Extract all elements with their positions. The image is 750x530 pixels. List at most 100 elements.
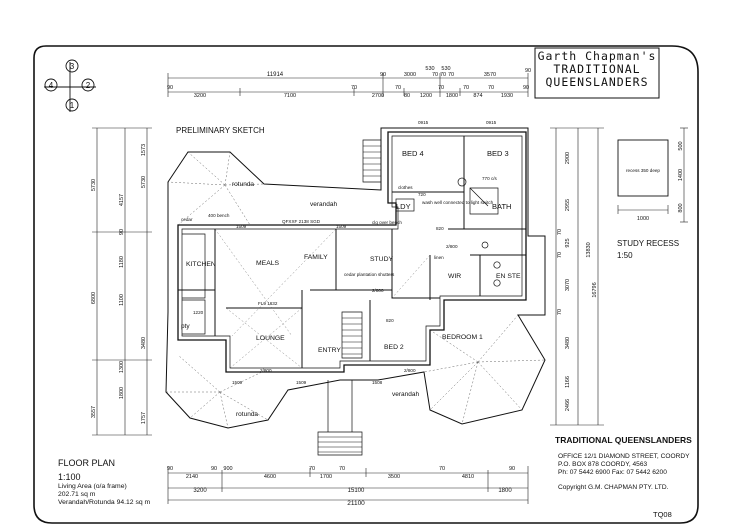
dim-right-b-col: 13830 16796 xyxy=(586,242,598,297)
svg-text:3570: 3570 xyxy=(484,72,496,78)
room-pty: pty xyxy=(181,323,190,330)
svg-text:70: 70 xyxy=(432,72,438,78)
svg-text:925: 925 xyxy=(565,238,571,247)
dim-right-a-col: 2900 2955 70 925 70 3070 70 3480 1166 24… xyxy=(557,152,571,411)
room-kitchen: KITCHEN xyxy=(186,261,216,268)
svg-text:1509: 1509 xyxy=(336,224,347,229)
recess-depth-b: 1400 xyxy=(678,169,684,181)
plan-notes: 0915 0915 QFXXF 2138 SGD 1509 1509 1509 … xyxy=(181,120,498,385)
svg-text:5730: 5730 xyxy=(141,176,147,188)
svg-text:770 c/s: 770 c/s xyxy=(482,176,498,181)
svg-text:2/800: 2/800 xyxy=(260,368,272,373)
svg-text:cedar plantation shutters: cedar plantation shutters xyxy=(344,272,395,277)
room-verandah-bottom: verandah xyxy=(392,391,419,398)
svg-text:wash well connected to light s: wash well connected to light switch xyxy=(422,200,494,205)
svg-text:QFXXF 2138 SGD: QFXXF 2138 SGD xyxy=(282,219,321,224)
svg-text:530: 530 xyxy=(425,66,434,72)
room-bed4: BED 4 xyxy=(402,149,424,158)
sheet-border xyxy=(33,45,699,524)
svg-text:2140: 2140 xyxy=(186,474,198,480)
svg-text:1166: 1166 xyxy=(565,376,571,388)
room-study: STUDY xyxy=(370,256,394,263)
rotunda-top-radial xyxy=(167,151,265,226)
left-dimension-lines xyxy=(92,127,152,436)
svg-text:7100: 7100 xyxy=(284,93,296,99)
brand-line-3: QUEENSLANDERS xyxy=(545,75,649,89)
svg-text:90: 90 xyxy=(380,72,386,78)
svg-text:70: 70 xyxy=(309,466,315,472)
sheet-code: TQ08 xyxy=(653,510,672,519)
svg-text:70: 70 xyxy=(395,85,401,91)
svg-text:3200: 3200 xyxy=(194,93,206,99)
svg-text:13830: 13830 xyxy=(586,242,592,257)
svg-text:1930: 1930 xyxy=(501,93,513,99)
dim-top-overall: 11914 xyxy=(267,72,284,78)
room-wir: WIR xyxy=(448,273,461,280)
svg-text:70: 70 xyxy=(439,466,445,472)
svg-text:70: 70 xyxy=(557,309,563,315)
room-ensuite: EN STE xyxy=(496,273,521,280)
svg-text:5730: 5730 xyxy=(91,179,97,191)
svg-text:70: 70 xyxy=(351,85,357,91)
svg-text:6800: 6800 xyxy=(91,292,97,304)
room-ldy: LDY xyxy=(396,202,411,211)
svg-text:4600: 4600 xyxy=(264,474,276,480)
svg-text:3000: 3000 xyxy=(404,72,416,78)
svg-text:4157: 4157 xyxy=(119,194,125,206)
svg-text:1300: 1300 xyxy=(119,361,125,373)
room-rotunda-bottom: rotunda xyxy=(236,411,258,418)
svg-text:400 bench: 400 bench xyxy=(208,213,230,218)
compass-label-1: 1 xyxy=(70,101,75,110)
svg-text:90: 90 xyxy=(509,466,515,472)
svg-text:3480: 3480 xyxy=(565,337,571,349)
svg-text:70: 70 xyxy=(448,72,454,78)
svg-text:2900: 2900 xyxy=(565,152,571,164)
svg-text:90: 90 xyxy=(523,85,529,91)
recess-depth-c: 800 xyxy=(678,203,684,212)
svg-text:1800: 1800 xyxy=(498,488,512,494)
svg-text:3480: 3480 xyxy=(141,337,147,349)
floor-plan-scale: 1:100 xyxy=(58,472,81,482)
svg-text:linen: linen xyxy=(434,255,444,260)
svg-text:cedar: cedar xyxy=(181,217,193,222)
compass-label-2: 2 xyxy=(86,81,91,90)
living-area-value: 202.71 sq m xyxy=(58,491,96,498)
svg-text:900: 900 xyxy=(223,466,232,472)
svg-text:1757: 1757 xyxy=(141,412,147,424)
svg-text:1220: 1220 xyxy=(193,310,204,315)
recess-scale: 1:50 xyxy=(617,251,633,260)
recess-title: STUDY RECESS xyxy=(617,239,679,248)
svg-text:0915: 0915 xyxy=(418,120,429,125)
recess-width: 1000 xyxy=(637,216,649,222)
svg-text:1200: 1200 xyxy=(420,93,432,99)
svg-text:3200: 3200 xyxy=(193,488,207,494)
brand-box xyxy=(534,47,660,99)
company-name: TRADITIONAL QUEENSLANDERS xyxy=(555,435,692,445)
svg-text:3557: 3557 xyxy=(91,406,97,418)
svg-text:FL9 1632: FL9 1632 xyxy=(258,301,278,306)
dim-left-a-col: 1573 4157 90 1180 1100 1300 1800 1757 xyxy=(119,144,147,424)
svg-text:1573: 1573 xyxy=(141,144,147,156)
room-meals: MEALS xyxy=(256,260,280,267)
room-verandah-top: verandah xyxy=(310,201,337,208)
office-address: OFFICE 12/1 DIAMOND STREET, COORDY xyxy=(558,453,690,460)
room-family: FAMILY xyxy=(304,254,328,261)
ceiling-radial-lines xyxy=(214,228,431,369)
room-bath: BATH xyxy=(492,202,511,211)
svg-text:1509: 1509 xyxy=(296,380,307,385)
svg-text:70: 70 xyxy=(339,466,345,472)
recess-box xyxy=(617,139,669,197)
phone-fax: Ph: 07 5442 6900 Fax: 07 5442 6200 xyxy=(558,469,667,477)
bottom-dimension-lines xyxy=(167,466,529,504)
svg-text:0915: 0915 xyxy=(486,120,497,125)
rotunda-bottom-radial xyxy=(166,354,269,429)
dim-top-b-row: 90 3200 7100 70 2700 70 80 1200 70 1800 … xyxy=(167,85,529,99)
company-contact: OFFICE 12/1 DIAMOND STREET, COORDY P.O. … xyxy=(558,453,690,492)
svg-text:16796: 16796 xyxy=(592,282,598,297)
compass-icon xyxy=(44,59,96,112)
room-labels: BED 4 BED 3 rotunda verandah LDY BATH KI… xyxy=(181,149,521,418)
svg-text:3070: 3070 xyxy=(565,279,571,291)
svg-text:90: 90 xyxy=(119,229,125,235)
compass-label-3: 3 xyxy=(70,62,75,71)
